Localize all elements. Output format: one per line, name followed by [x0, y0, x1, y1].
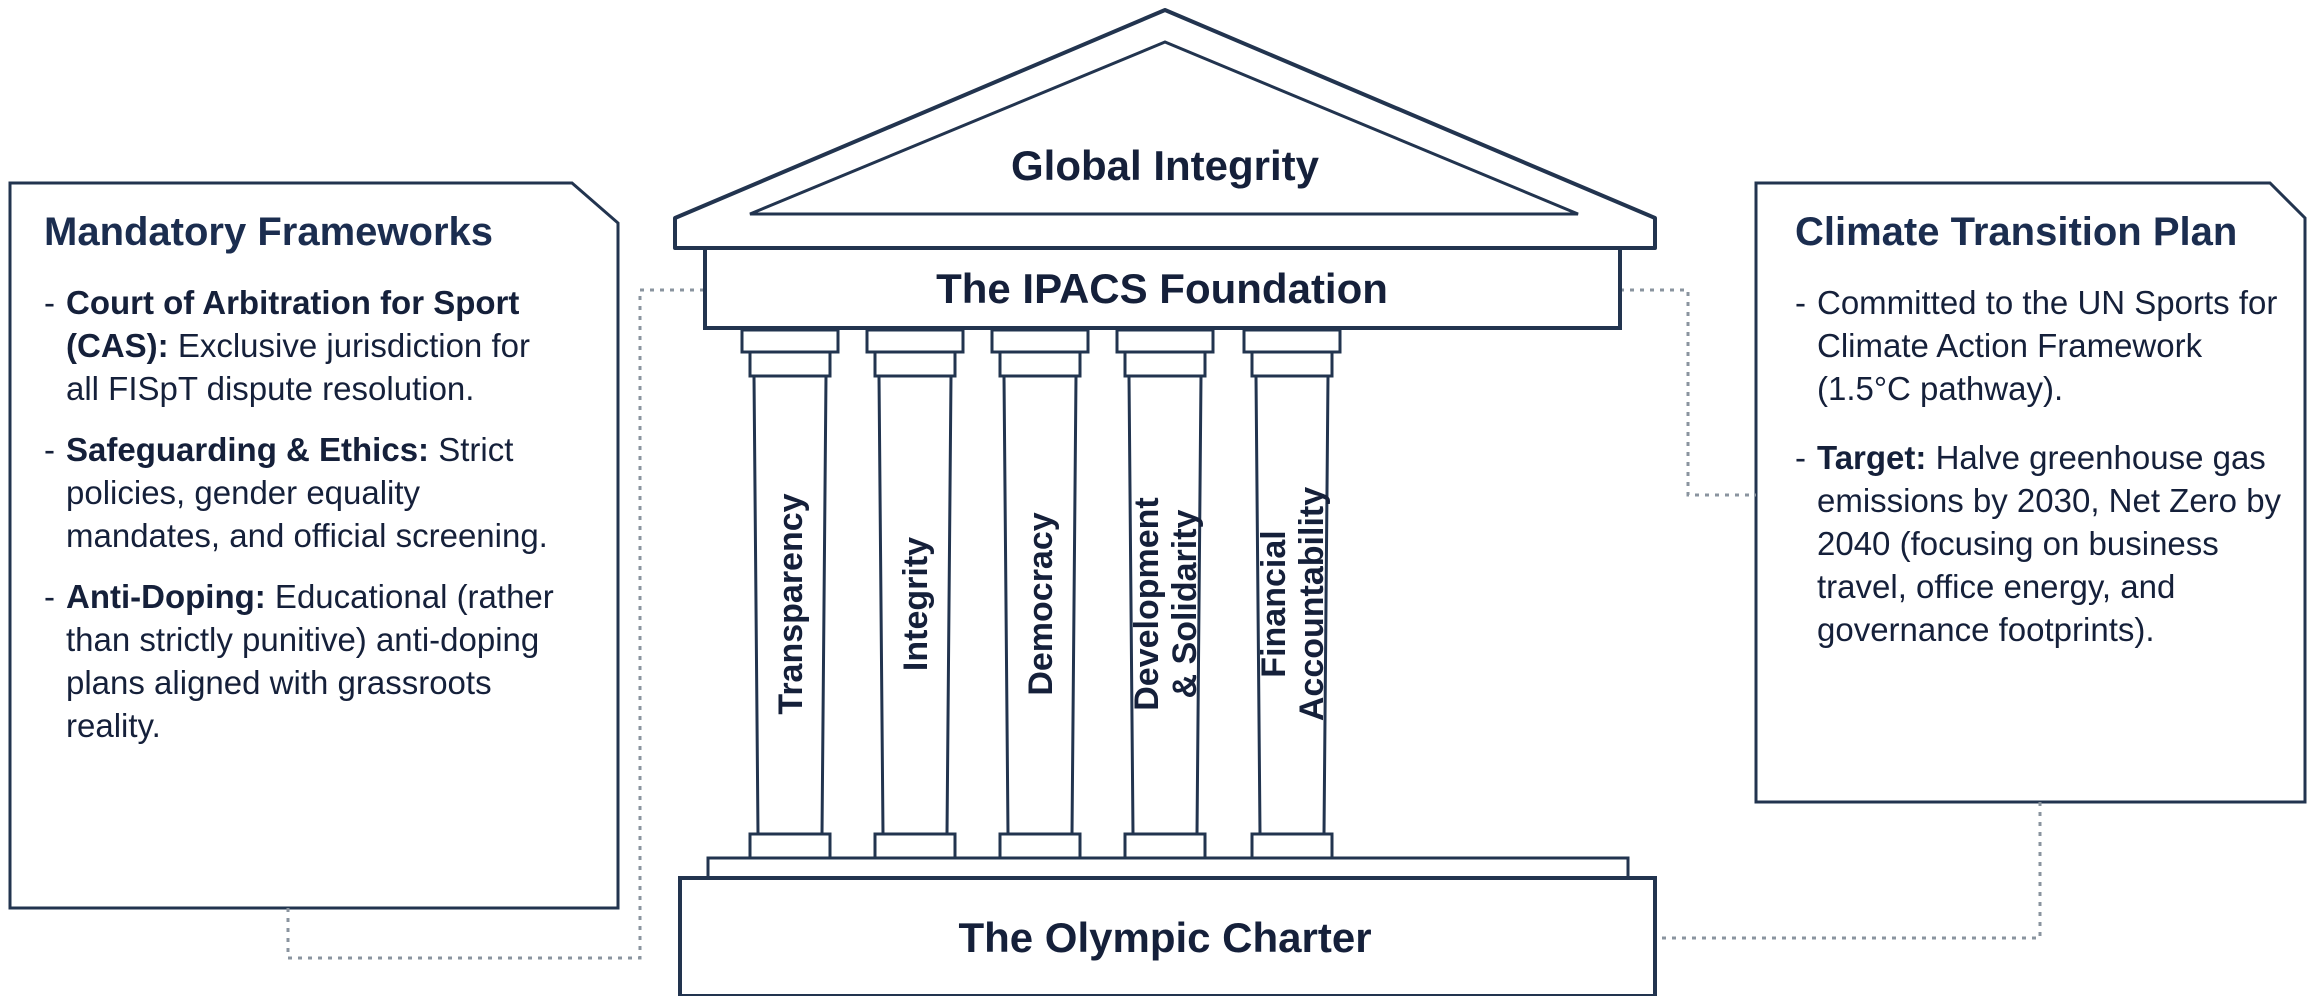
foundation-band: The IPACS Foundation — [703, 246, 1622, 330]
base-title: The Olympic Charter — [958, 914, 1371, 961]
right-panel-item-text: Committed to the UN Sports for Climate A… — [1817, 284, 2278, 407]
pillar-label: Development& Solidarity — [1128, 497, 1204, 711]
left-panel-item-text: Exclusive jurisdiction for all FISpT dis… — [66, 327, 530, 407]
right-panel-box — [1754, 181, 2307, 804]
pillar-label: Integrity — [897, 537, 935, 671]
left-panel-item-text: Strict policies, gender equality mandate… — [66, 431, 548, 554]
left-panel-item-body: Safeguarding & Ethics: Strict policies, … — [66, 428, 564, 557]
pillar-label-line: Integrity — [897, 537, 935, 671]
base: The Olympic Charter — [678, 856, 1657, 996]
left-panel-connector — [286, 288, 703, 960]
bullet-dash: - — [44, 578, 55, 615]
connector-lines — [286, 288, 2042, 960]
left-panel-list: -Court of Arbitration for Sport (CAS): E… — [44, 281, 564, 747]
left-panel-item: -Safeguarding & Ethics: Strict policies,… — [44, 428, 564, 557]
left-panel-item-label: Anti-Doping: — [66, 578, 266, 615]
pillar: Integrity — [865, 328, 965, 860]
pillar-label-line: Transparency — [772, 493, 810, 714]
left-panel: Mandatory Frameworks -Court of Arbitrati… — [44, 210, 564, 765]
right-panel-connector-top — [1620, 288, 1756, 497]
right-panel-title: Climate Transition Plan — [1795, 210, 2238, 254]
right-panel-item-text: Halve greenhouse gas emissions by 2030, … — [1817, 439, 2282, 648]
pillar-label-line: Financial — [1255, 530, 1293, 677]
pillar-label-line: & Solidarity — [1166, 509, 1204, 698]
left-panel-item: -Anti-Doping: Educational (rather than s… — [44, 575, 564, 747]
roof: Global Integrity — [673, 8, 1657, 250]
right-panel-item-label: Target: — [1817, 439, 1927, 476]
left-panel-item: -Court of Arbitration for Sport (CAS): E… — [44, 281, 564, 410]
left-panel-item-body: Court of Arbitration for Sport (CAS): Ex… — [66, 281, 564, 410]
right-panel-item: -Committed to the UN Sports for Climate … — [1795, 281, 2295, 410]
pillar-label: Democracy — [1022, 512, 1060, 695]
right-panel-item-body: Committed to the UN Sports for Climate A… — [1817, 281, 2295, 410]
pillar-label: FinancialAccountability — [1255, 487, 1331, 721]
pillar-label: Transparency — [772, 493, 810, 714]
right-panel-list: -Committed to the UN Sports for Climate … — [1795, 281, 2295, 651]
right-panel-item-body: Target: Halve greenhouse gas emissions b… — [1817, 436, 2295, 651]
pillars: Transparency Integrity Democracy Developmen… — [740, 328, 1342, 860]
pillar: Democracy — [990, 328, 1090, 860]
pillar: Transparency — [740, 328, 840, 860]
left-panel-title: Mandatory Frameworks — [44, 210, 494, 254]
left-panel-item-label: Court of Arbitration for Sport (CAS): — [66, 284, 520, 364]
left-panel-item-text: Educational (rather than strictly puniti… — [66, 578, 554, 744]
left-panel-item-body: Anti-Doping: Educational (rather than st… — [66, 575, 564, 747]
pillar-label-line: Accountability — [1293, 487, 1331, 721]
bullet-dash: - — [44, 284, 55, 321]
right-panel-item: -Target: Halve greenhouse gas emissions … — [1795, 436, 2295, 651]
right-panel: Climate Transition Plan -Committed to th… — [1795, 210, 2295, 677]
pillar-label-line: Development — [1128, 497, 1166, 711]
pillar: Development& Solidarity — [1115, 328, 1215, 860]
right-panel-connector-bottom — [1652, 802, 2042, 940]
left-panel-box — [8, 181, 620, 910]
foundation-title: The IPACS Foundation — [936, 265, 1388, 312]
roof-title: Global Integrity — [1011, 142, 1320, 189]
pillar-label-line: Democracy — [1022, 512, 1060, 695]
bullet-dash: - — [1795, 284, 1806, 321]
left-panel-item-label: Safeguarding & Ethics: — [66, 431, 430, 468]
bullet-dash: - — [44, 431, 55, 468]
pillar: FinancialAccountability — [1242, 328, 1342, 860]
bullet-dash: - — [1795, 439, 1806, 476]
